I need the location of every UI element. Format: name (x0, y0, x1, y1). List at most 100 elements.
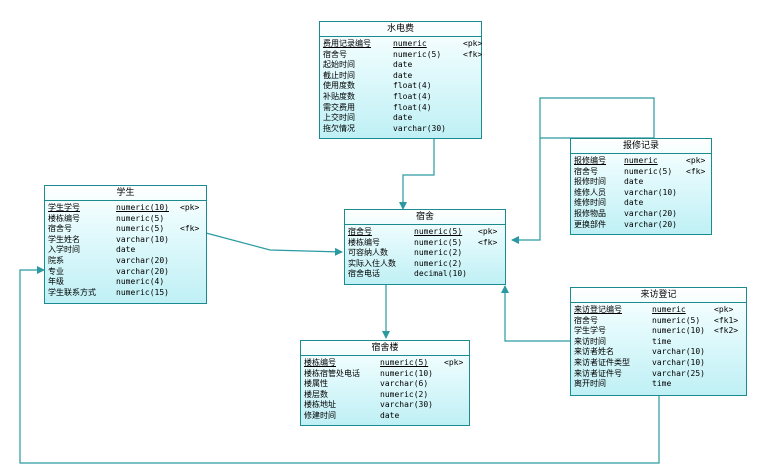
attribute-name: 来访者证件类型 (574, 357, 630, 367)
entity-title: 来访登记 (571, 288, 746, 303)
attribute-type: decimal(10) (414, 269, 467, 279)
attribute-name: 楼属性 (304, 379, 328, 389)
attribute-name: 费用记录编号 (323, 39, 371, 48)
attribute-name: 楼栋地址 (304, 400, 336, 410)
attribute-key: <pk> (444, 358, 464, 367)
attribute-type: numeric(5) (624, 166, 673, 176)
link-shuidian-sushe (399, 138, 435, 210)
entity-title: 宿舍楼 (301, 341, 469, 356)
attribute-key: <pk> (180, 203, 200, 212)
attribute-key: <fk1> (714, 315, 739, 325)
attribute-type: varchar(6) (380, 379, 429, 389)
attribute-type: varchar(20) (624, 219, 677, 229)
attribute-name: 使用度数 (323, 81, 355, 91)
attribute-name: 来访者姓名 (574, 347, 614, 357)
attribute-type: numeric(5) (393, 49, 442, 59)
attribute-row: 实际入住人数 numeric(2) (348, 259, 502, 270)
attribute-key: <fk> (478, 237, 498, 247)
attribute-name: 学生联系方式 (48, 287, 96, 297)
attribute-key: <pk> (686, 156, 706, 165)
attribute-type: numeric (652, 305, 686, 314)
attribute-type: numeric(5) (414, 237, 463, 247)
attribute-key: <pk> (463, 39, 483, 48)
attribute-type: varchar(30) (393, 123, 446, 133)
attribute-name: 维修人员 (574, 187, 606, 197)
attribute-type: float(4) (393, 91, 432, 101)
attribute-key: <fk> (180, 224, 200, 234)
attribute-type: date (393, 70, 413, 80)
attribute-name: 报修时间 (574, 177, 606, 187)
attribute-type: numeric (624, 156, 658, 165)
attribute-type: numeric(5) (652, 315, 701, 325)
attribute-name: 实际入住人数 (348, 258, 396, 268)
attribute-type: date (393, 60, 413, 70)
link-laifang-xuesheng (19, 266, 660, 464)
attribute-name: 宿舍号 (323, 49, 347, 59)
attribute-row: 补贴度数 float(4) (323, 92, 478, 103)
attribute-type: date (380, 410, 400, 420)
attribute-name: 来访时间 (574, 336, 606, 346)
attribute-name: 来访者证件号 (574, 368, 622, 378)
attribute-type: varchar(20) (116, 266, 169, 276)
entity-title: 水电费 (320, 22, 481, 37)
attribute-name: 楼栋编号 (304, 358, 336, 367)
attribute-row: 维修人员 varchar(10) (574, 188, 708, 199)
attribute-type: varchar(10) (624, 187, 677, 197)
attribute-name: 学生学号 (48, 203, 80, 212)
attribute-name: 拖欠情况 (323, 123, 355, 133)
attribute-type: varchar(30) (380, 400, 433, 410)
attribute-name: 补贴度数 (323, 91, 355, 101)
attribute-type: numeric(2) (414, 258, 463, 268)
attribute-type: numeric(5) (116, 224, 165, 234)
attribute-type: numeric(5) (414, 227, 463, 236)
attribute-type: numeric(4) (116, 277, 165, 287)
attribute-name: 宿舍号 (574, 166, 598, 176)
attribute-name: 报修物品 (574, 208, 606, 218)
attribute-key: <fk> (463, 49, 483, 59)
attribute-name: 起始时间 (323, 60, 355, 70)
attribute-name: 上交时间 (323, 113, 355, 123)
attribute-row: 宿舍号 numeric(5) <fk> (323, 49, 482, 61)
attribute-name: 宿舍号 (348, 227, 372, 236)
attribute-row: 来访者证件类型 varchar(10) (574, 358, 743, 369)
attribute-type: varchar(10) (652, 357, 705, 367)
attribute-name: 修建时间 (304, 410, 336, 420)
attribute-key: <pk> (478, 227, 498, 236)
attribute-type: varchar(25) (652, 368, 705, 378)
attribute-type: float(4) (393, 81, 432, 91)
attribute-type: varchar(20) (624, 208, 677, 218)
attribute-type: numeric(2) (414, 248, 463, 258)
attribute-row: 来访者证件号 varchar(25) (574, 369, 743, 380)
attribute-type: float(4) (393, 102, 432, 112)
entity-title: 学生 (45, 186, 206, 201)
attribute-name: 宿舍号 (48, 224, 72, 234)
